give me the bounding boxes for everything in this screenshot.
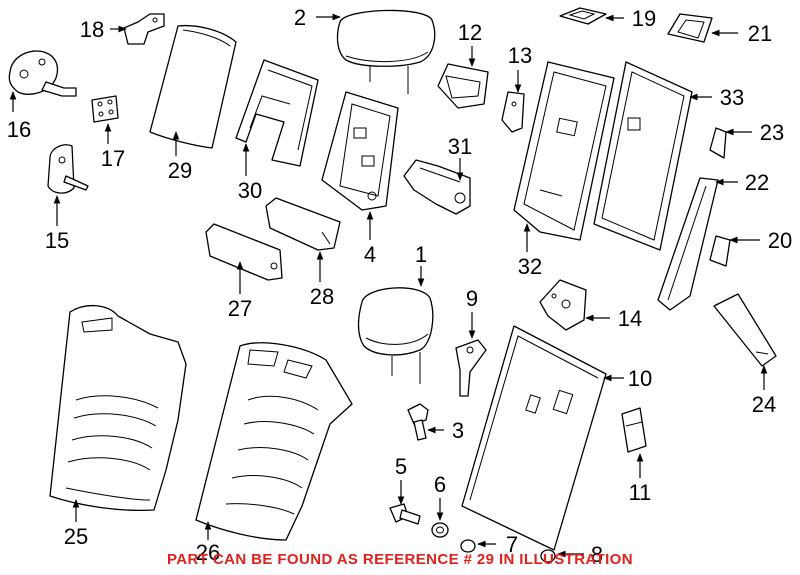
part-30-frame xyxy=(235,59,319,167)
part-32-side-panel xyxy=(513,61,615,241)
part-11-clip xyxy=(621,407,647,453)
callout-28: 28 xyxy=(310,284,334,309)
callout-20: 20 xyxy=(768,228,792,253)
callout-30: 30 xyxy=(238,178,262,203)
part-26-seat-cover xyxy=(195,342,353,541)
callout-2: 2 xyxy=(294,5,306,30)
part-23-clip xyxy=(709,127,727,159)
part-28-armrest-cover xyxy=(265,197,341,251)
callout-33: 33 xyxy=(720,85,744,110)
callout-numbers: 1 2 3 4 5 6 7 8 9 10 11 12 13 14 15 16 1… xyxy=(7,5,792,567)
callout-11: 11 xyxy=(629,480,652,505)
part-31-handle xyxy=(403,159,471,215)
part-27-armrest-cover xyxy=(205,223,283,281)
part-24-trim-bar xyxy=(713,293,777,367)
callout-14: 14 xyxy=(618,306,642,331)
callout-12: 12 xyxy=(458,20,482,45)
callout-9: 9 xyxy=(466,286,478,311)
part-8-washer xyxy=(540,549,556,563)
callout-27: 27 xyxy=(228,296,252,321)
part-6-washer xyxy=(431,522,449,538)
part-13-bracket xyxy=(501,91,525,133)
part-2-headrest xyxy=(336,9,436,94)
callout-13: 13 xyxy=(508,43,532,68)
part-4-seatback-frame xyxy=(321,91,399,211)
part-5-bolt xyxy=(389,503,421,525)
part-25-seat-cover xyxy=(49,305,187,512)
callout-24: 24 xyxy=(752,392,776,417)
callout-3: 3 xyxy=(452,418,464,443)
reference-note: PART CAN BE FOUND AS REFERENCE # 29 IN I… xyxy=(167,551,633,568)
part-20-clip xyxy=(709,235,731,267)
part-10-back-panel xyxy=(461,325,607,551)
callout-26: 26 xyxy=(196,540,220,565)
part-18-bracket xyxy=(123,13,165,45)
callout-4: 4 xyxy=(364,242,376,267)
callout-1: 1 xyxy=(415,242,427,267)
callout-6: 6 xyxy=(434,472,446,497)
part-15-pivot xyxy=(47,144,89,194)
part-14-bracket xyxy=(539,279,587,331)
callout-29: 29 xyxy=(168,158,192,183)
callout-31: 31 xyxy=(448,134,472,159)
part-1-headrest xyxy=(357,287,434,384)
callout-32: 32 xyxy=(518,254,542,279)
part-7-washer xyxy=(460,539,476,553)
part-3-bolt xyxy=(407,403,429,441)
part-16-latch xyxy=(8,50,77,97)
part-19-pad xyxy=(559,7,607,25)
callout-18: 18 xyxy=(80,17,104,42)
part-9-guide xyxy=(455,339,487,397)
callout-leader-lines xyxy=(9,13,768,558)
part-21-cap xyxy=(667,13,713,43)
callout-5: 5 xyxy=(395,454,407,479)
callout-15: 15 xyxy=(45,228,69,253)
callout-23: 23 xyxy=(760,120,784,145)
part-12-hinge xyxy=(437,63,489,109)
callout-7: 7 xyxy=(506,532,518,557)
part-22-trim-strip xyxy=(657,177,719,311)
callout-21: 21 xyxy=(748,21,772,46)
callout-8: 8 xyxy=(591,542,603,567)
callout-25: 25 xyxy=(64,524,88,549)
part-33-panel xyxy=(593,61,693,251)
part-17-plate xyxy=(91,95,119,123)
callout-10: 10 xyxy=(628,366,652,391)
callout-17: 17 xyxy=(101,146,125,171)
callout-22: 22 xyxy=(745,170,769,195)
part-29-back-panel xyxy=(149,24,237,149)
callout-16: 16 xyxy=(7,117,31,142)
callout-19: 19 xyxy=(632,6,656,31)
